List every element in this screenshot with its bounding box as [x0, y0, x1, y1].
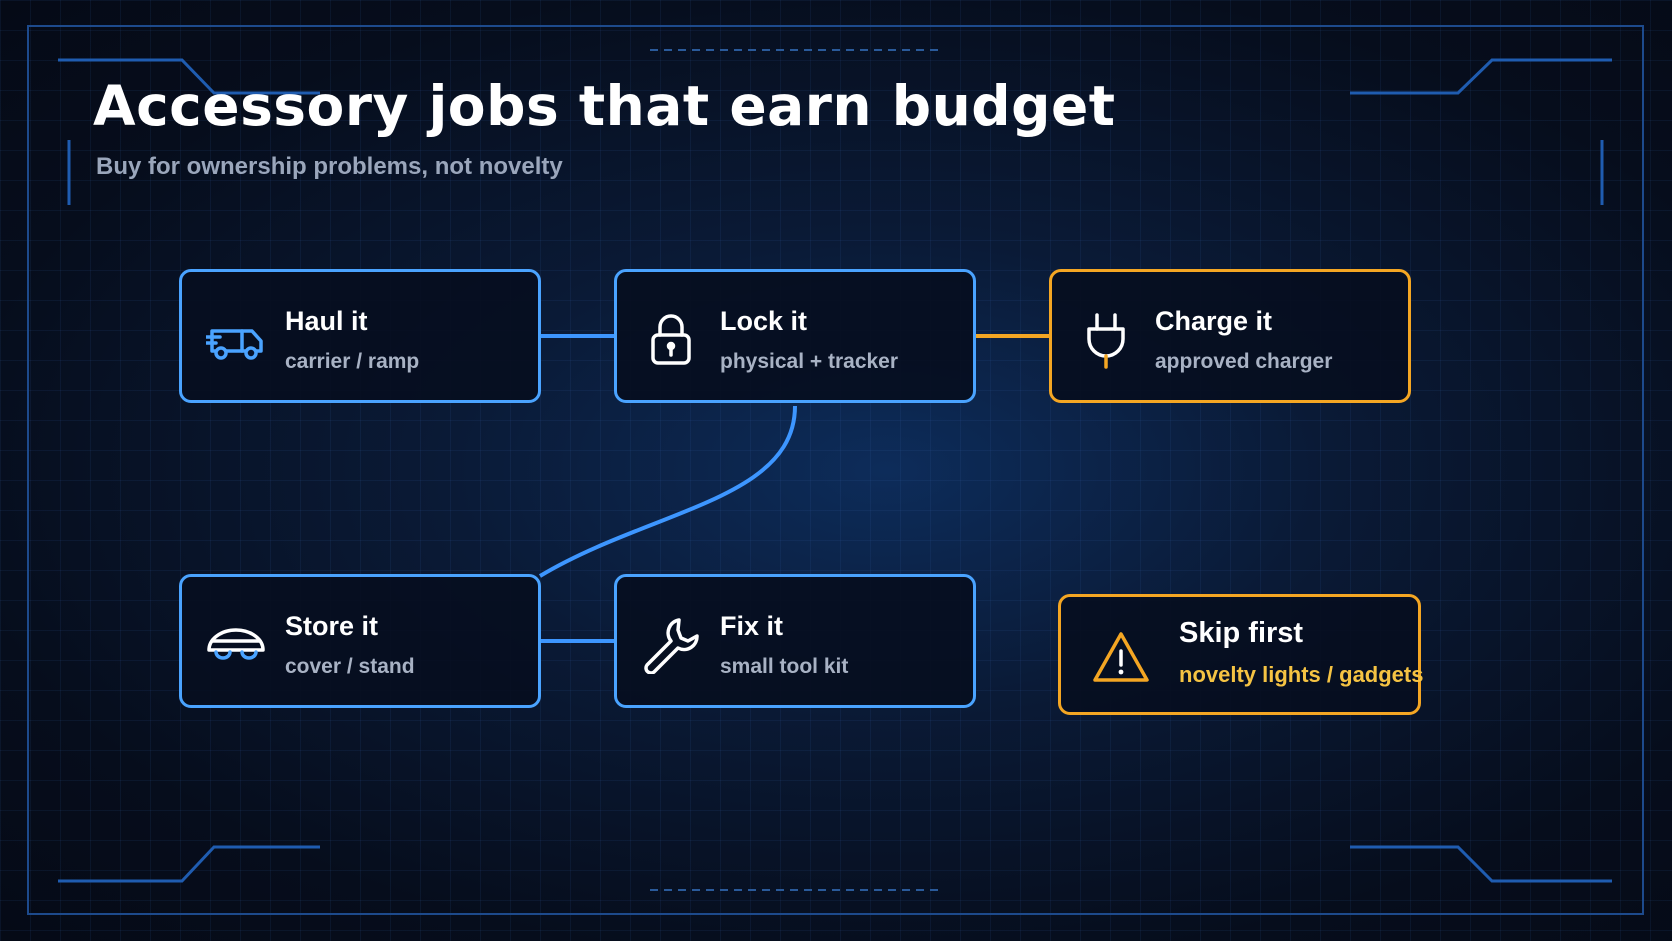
node-sub: physical + tracker [720, 350, 899, 373]
node-label: Store it [285, 611, 379, 641]
node-charge: Charge it approved charger [1049, 269, 1411, 403]
edge-lock-store [538, 405, 797, 578]
node-sub: small tool kit [720, 655, 849, 678]
node-lock: Lock it physical + tracker [614, 269, 976, 403]
node-label: Fix it [720, 611, 784, 641]
node-haul: Haul it carrier / ramp [179, 269, 541, 403]
node-skip: Skip first novelty lights / gadgets [1058, 594, 1424, 715]
node-sub: cover / stand [285, 655, 415, 678]
padlock-icon [651, 314, 691, 365]
truck-icon [206, 329, 263, 360]
node-label: Haul it [285, 306, 368, 336]
node-sub: carrier / ramp [285, 350, 420, 373]
node-label: Charge it [1155, 306, 1273, 336]
outer-frame [27, 25, 1644, 915]
page-subtitle: Buy for ownership problems, not novelty [96, 153, 563, 180]
cover-icon [207, 628, 265, 660]
wrench-icon [644, 618, 699, 674]
warning-icon [1093, 632, 1149, 682]
node-fix: Fix it small tool kit [614, 574, 976, 708]
node-sub: novelty lights / gadgets [1179, 662, 1424, 687]
node-store: Store it cover / stand [179, 574, 541, 708]
node-sub: approved charger [1155, 350, 1333, 373]
node-label: Skip first [1179, 617, 1304, 649]
plug-icon [1087, 313, 1125, 369]
node-label: Lock it [720, 306, 808, 336]
page-title: Accessory jobs that earn budget [93, 74, 1116, 138]
